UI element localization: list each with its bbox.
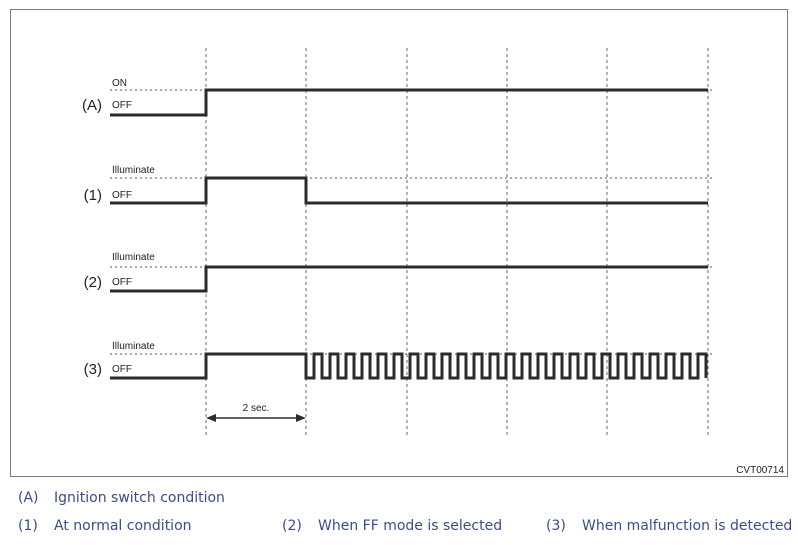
legend-item-1: (1) At normal condition [18,518,192,534]
signal-id: (3) [84,361,102,378]
signal-id: (A) [82,97,102,114]
legend-code: (1) [18,518,38,534]
signal-id: (2) [84,274,102,291]
time-guides [205,48,709,436]
timing-diagram: (A)ONOFF(1)IlluminateOFF(2)IlluminateOFF… [82,48,784,476]
diagram-frame [10,9,788,477]
signal-id: (1) [84,187,102,204]
legend-code: (2) [282,518,302,534]
legend-text: When malfunction is detected [582,518,793,534]
low-state-label: OFF [112,100,132,111]
signal-waveform [110,88,708,117]
low-state-label: OFF [112,364,132,375]
signal-waveform [110,352,708,380]
arrowhead-left [206,414,216,422]
high-state-label: Illuminate [112,165,155,176]
high-state-label: Illuminate [112,341,155,352]
legend-code: (3) [546,518,566,534]
low-state-label: OFF [112,277,132,288]
arrowhead-right [296,414,306,422]
legend-item-a: (A) Ignition switch condition [18,490,225,506]
high-state-label: ON [112,78,127,89]
legend-text: Ignition switch condition [54,490,225,506]
legend-item-2: (2) When FF mode is selected [282,518,502,534]
figure-code: CVT00714 [736,465,784,476]
legend-text: When FF mode is selected [318,518,503,534]
legend-code: (A) [18,490,39,506]
high-state-label: Illuminate [112,252,155,263]
signal-waveform [110,265,708,293]
signal-waveform [110,176,708,205]
legend-text: At normal condition [54,518,192,534]
duration-arrow: 2 sec. [206,403,306,422]
low-state-label: OFF [112,190,132,201]
signal-traces: (A)ONOFF(1)IlluminateOFF(2)IlluminateOFF… [82,78,715,380]
legend-item-3: (3) When malfunction is detected [546,518,792,534]
duration-label: 2 sec. [243,403,270,414]
